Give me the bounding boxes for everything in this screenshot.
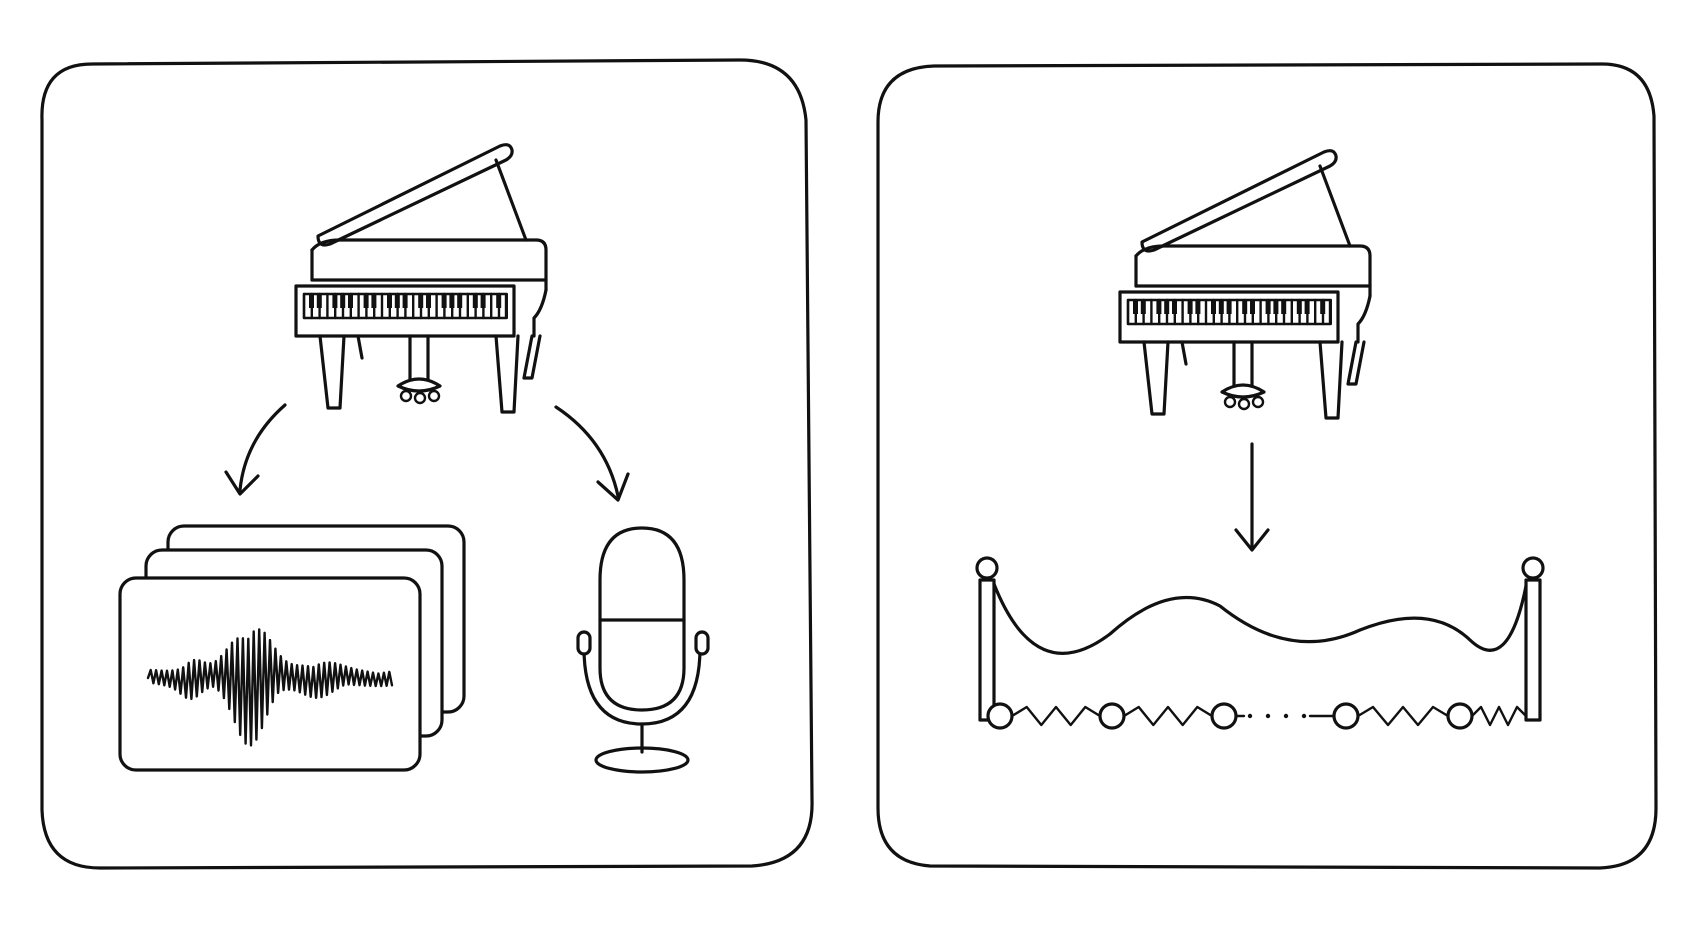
panel-left (40, 58, 814, 870)
mass (1332, 702, 1360, 730)
vibrating-string-icon (975, 556, 1545, 722)
mass (986, 702, 1014, 730)
mass (1098, 702, 1126, 730)
mass (1210, 702, 1238, 730)
panel-right (876, 62, 1658, 870)
arrow-icon (238, 403, 287, 492)
panel-frame (40, 58, 814, 870)
ellipsis-dot (1301, 713, 1307, 719)
spring (1122, 705, 1214, 727)
mass-spring-chain-icon (986, 702, 1528, 730)
spring (1356, 705, 1450, 727)
ellipsis-dot (1247, 713, 1253, 719)
ellipsis-dot (1283, 713, 1289, 719)
panel-frame (876, 62, 1658, 870)
spring (1010, 705, 1102, 727)
spring (1470, 705, 1528, 727)
waveform-stack-icon (118, 524, 466, 772)
mass (1446, 702, 1474, 730)
microphone-icon (576, 526, 710, 774)
grand-piano-icon (1118, 149, 1372, 420)
arrow-icon (554, 405, 620, 498)
ellipsis-dot (1265, 713, 1271, 719)
grand-piano-icon (294, 143, 548, 414)
